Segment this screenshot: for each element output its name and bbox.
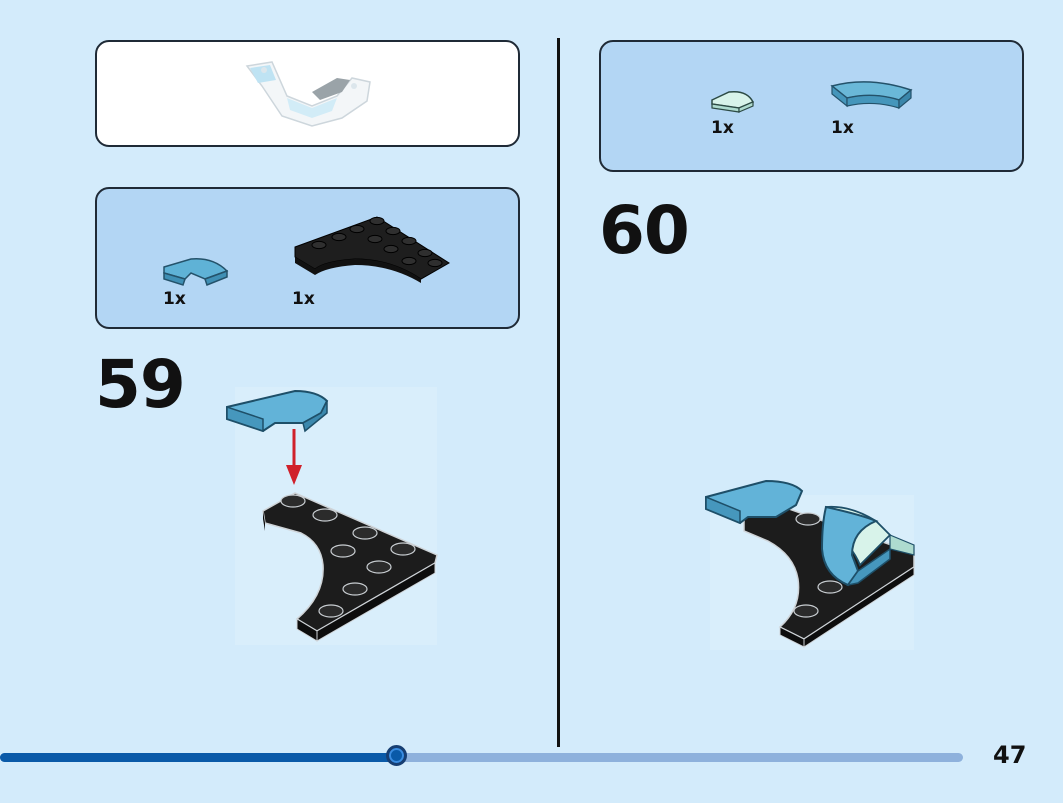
parts-panel-step-60: 1x 1x <box>599 40 1024 172</box>
progress-indicator-knob <box>386 745 407 766</box>
part-qty-label: 1x <box>163 289 186 309</box>
azure-macaroni-tile-part-icon <box>830 81 913 110</box>
preview-panel <box>95 40 520 147</box>
progress-bar-fill <box>0 753 395 762</box>
step-59-assembly-illustration <box>226 387 438 645</box>
part-qty-label: 1x <box>831 118 854 138</box>
progress-bar-track <box>0 753 963 762</box>
page-divider <box>557 38 560 747</box>
aqua-quarter-tile-part-icon <box>711 90 755 113</box>
step-60-assembly-illustration <box>705 479 915 650</box>
parts-panel-step-59: 1x 1x <box>95 187 520 329</box>
step-number-59: 59 <box>95 346 186 423</box>
azure-curved-slope-part-icon <box>163 258 229 286</box>
part-qty-label: 1x <box>711 118 734 138</box>
part-qty-label: 1x <box>292 289 315 309</box>
page-number: 47 <box>993 741 1027 769</box>
step-number-60: 60 <box>599 192 690 269</box>
previous-build-preview <box>245 61 371 127</box>
black-wedge-plate-part-icon <box>294 216 450 283</box>
